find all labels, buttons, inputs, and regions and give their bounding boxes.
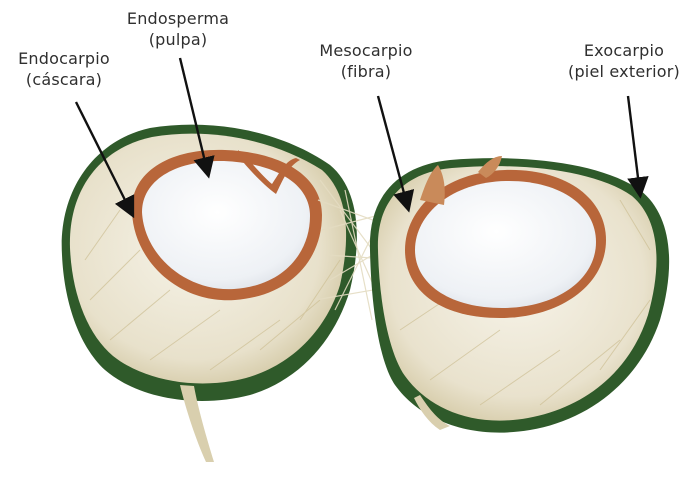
right-coconut-half bbox=[370, 156, 669, 433]
arrow-exocarpio bbox=[628, 96, 640, 194]
label-mesocarpio-desc: (fibra) bbox=[300, 61, 432, 82]
label-exocarpio-name: Exocarpio bbox=[548, 40, 700, 61]
label-endosperma: Endosperma (pulpa) bbox=[118, 8, 238, 50]
label-exocarpio: Exocarpio (piel exterior) bbox=[548, 40, 700, 82]
label-endocarpio-name: Endocarpio bbox=[4, 48, 124, 69]
label-exocarpio-desc: (piel exterior) bbox=[548, 61, 700, 82]
label-endosperma-name: Endosperma bbox=[118, 8, 238, 29]
label-endocarpio-desc: (cáscara) bbox=[4, 69, 124, 90]
label-endosperma-desc: (pulpa) bbox=[118, 29, 238, 50]
left-coconut-half bbox=[62, 125, 357, 462]
label-mesocarpio: Mesocarpio (fibra) bbox=[300, 40, 432, 82]
label-endocarpio: Endocarpio (cáscara) bbox=[4, 48, 124, 90]
label-mesocarpio-name: Mesocarpio bbox=[300, 40, 432, 61]
